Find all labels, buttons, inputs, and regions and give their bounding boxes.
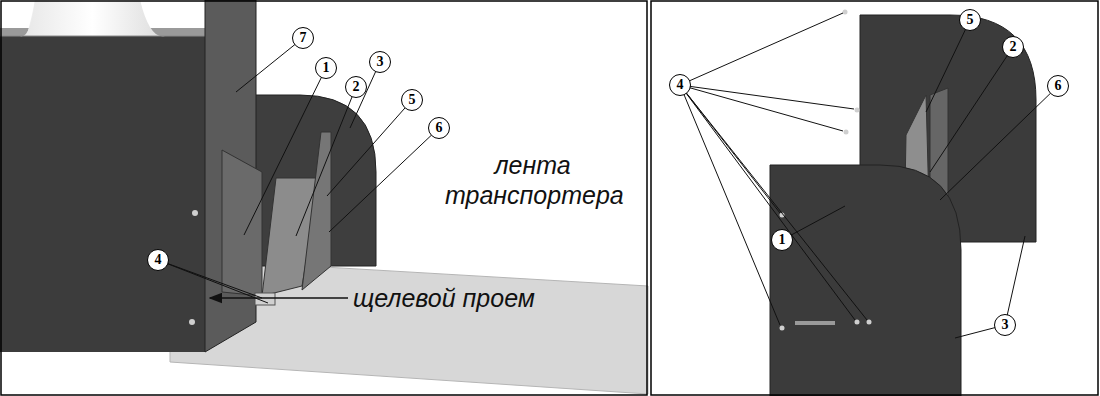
callout-number: 6 <box>1047 75 1069 97</box>
right-view <box>651 1 1098 396</box>
callout-number: 7 <box>292 27 314 49</box>
callout-number: 3 <box>369 51 391 73</box>
callout-number: 1 <box>315 57 337 79</box>
part-label: лента транспортера <box>445 150 620 210</box>
leader-lines <box>680 13 1058 338</box>
callout-number: 2 <box>345 76 367 98</box>
callout-number: 5 <box>959 9 981 31</box>
leader-lines <box>158 38 439 303</box>
part-label: щелевой проем <box>353 283 535 313</box>
callout-number: 3 <box>994 314 1016 336</box>
callout-number: 6 <box>428 117 450 139</box>
callout-number: 4 <box>147 249 169 271</box>
callout-number: 5 <box>401 89 423 111</box>
slot-arrow <box>210 297 348 299</box>
callout-number: 2 <box>1002 36 1024 58</box>
housing <box>0 36 205 352</box>
left-view <box>0 0 648 396</box>
callout-number: 1 <box>771 229 793 251</box>
callout-number: 4 <box>669 74 691 96</box>
side-wall <box>770 165 961 396</box>
